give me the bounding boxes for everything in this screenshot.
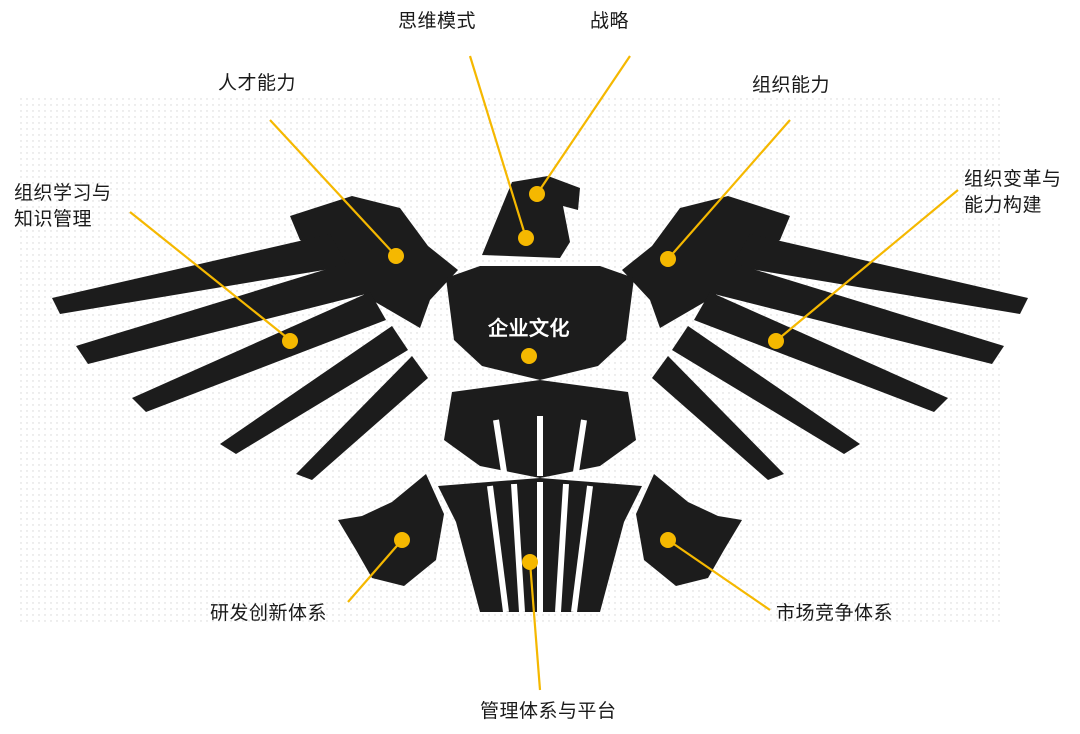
dot-strategy bbox=[529, 186, 545, 202]
label-market-competition: 市场竞争体系 bbox=[776, 602, 894, 624]
dot-change bbox=[768, 333, 784, 349]
leader-lines bbox=[129, 55, 959, 691]
leader-strategy bbox=[536, 55, 631, 195]
eagle-head bbox=[482, 176, 580, 258]
leader-change bbox=[775, 189, 959, 342]
dot-talent bbox=[388, 248, 404, 264]
label-rd-innovation: 研发创新体系 bbox=[210, 602, 328, 624]
label-strategy: 战略 bbox=[590, 10, 630, 32]
left-feather-3 bbox=[132, 292, 386, 412]
label-org-learning: 组织学习与 知识管理 bbox=[14, 182, 112, 230]
label-talent: 人才能力 bbox=[218, 72, 297, 94]
dot-platform bbox=[522, 554, 538, 570]
leader-platform bbox=[528, 561, 542, 691]
right-feather-2 bbox=[714, 262, 1004, 364]
left-shoulder bbox=[290, 196, 458, 328]
marker-dots bbox=[282, 186, 784, 570]
center-label: 企业文化 bbox=[488, 316, 570, 340]
label-org-change: 组织变革与 能力构建 bbox=[964, 168, 1062, 216]
right-feather-1 bbox=[732, 234, 1028, 314]
eagle-silhouette bbox=[52, 176, 1028, 612]
dot-market bbox=[660, 532, 676, 548]
right-feather-5 bbox=[652, 356, 784, 480]
right-claw bbox=[636, 474, 742, 586]
label-management-platform: 管理体系与平台 bbox=[480, 700, 617, 722]
leader-rd bbox=[347, 539, 403, 603]
dot-culture bbox=[521, 348, 537, 364]
left-feather-4 bbox=[220, 326, 408, 454]
dot-org-cap bbox=[660, 251, 676, 267]
dot-thinking bbox=[518, 230, 534, 246]
left-feather-2 bbox=[76, 262, 366, 364]
leader-thinking bbox=[468, 55, 528, 239]
left-claw bbox=[338, 474, 444, 586]
label-thinking-mode: 思维模式 bbox=[398, 10, 477, 32]
leader-market bbox=[667, 539, 771, 611]
dot-rd bbox=[394, 532, 410, 548]
right-shoulder bbox=[622, 196, 790, 328]
carving-lines bbox=[487, 416, 593, 613]
leader-org-cap bbox=[667, 119, 791, 260]
right-feather-3 bbox=[694, 292, 948, 412]
left-feather-1 bbox=[52, 234, 348, 314]
label-org-capability: 组织能力 bbox=[752, 74, 831, 96]
chest-shield bbox=[446, 266, 634, 380]
leader-learning bbox=[129, 211, 291, 341]
dot-learning bbox=[282, 333, 298, 349]
leader-talent bbox=[269, 119, 397, 257]
right-feather-4 bbox=[672, 326, 860, 454]
left-feather-5 bbox=[296, 356, 428, 480]
